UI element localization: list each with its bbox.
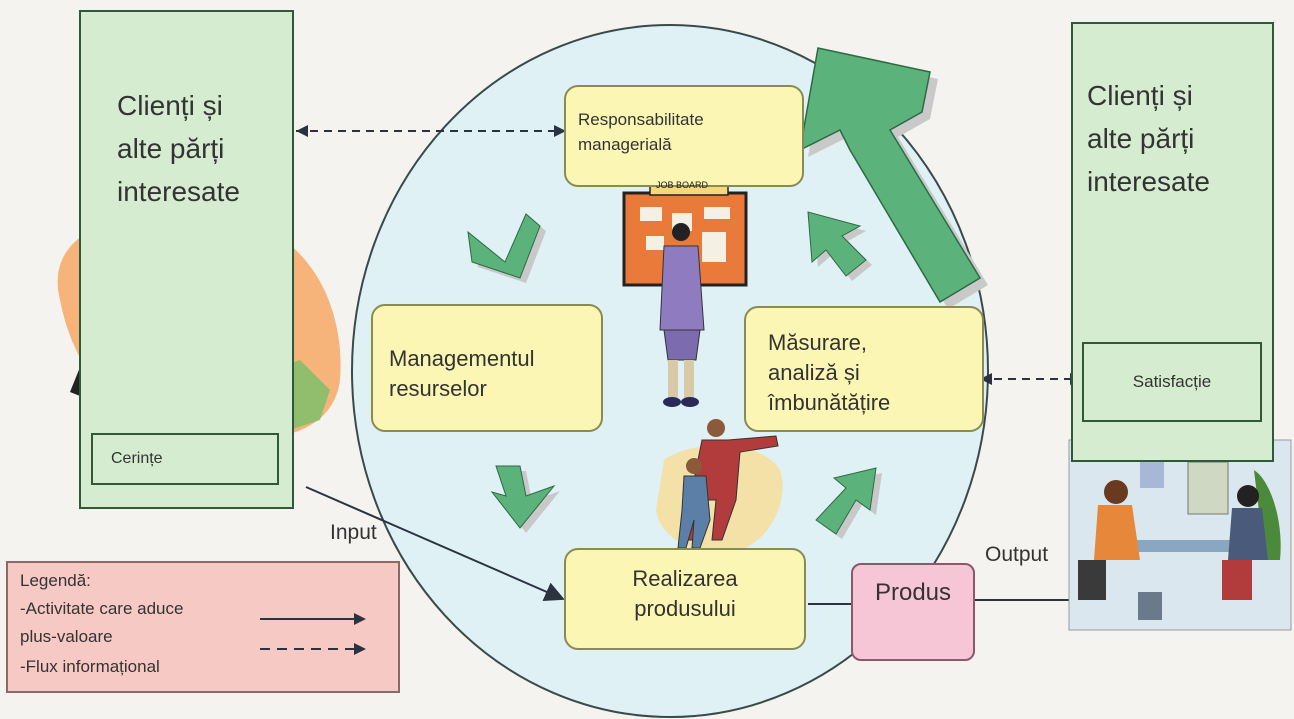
measurement-line-2: analiză și [768, 360, 860, 385]
legend-line-2: plus-valoare [20, 627, 113, 646]
requirements-box: Cerințe [91, 433, 279, 485]
left-stakeholder-panel: Clienți și alte părți interesate [79, 10, 294, 509]
right-title-line-2: alte părți [1087, 123, 1195, 154]
measurement-analysis-box: Măsurare, analiză și îmbunătățire [744, 306, 984, 432]
left-title-line-1: Clienți și [117, 90, 223, 121]
cycle-arrow-top-right [807, 211, 872, 281]
resource-management-box: Managementul resurselor [371, 304, 603, 432]
measurement-line-3: îmbunătățire [768, 390, 891, 415]
input-label: Input [330, 521, 377, 544]
businessmen-walking-illustration [656, 419, 783, 553]
realization-line-1: Realizarea [632, 566, 738, 591]
product-realization-box: Realizarea produsului [564, 548, 806, 650]
input-arrow [305, 486, 565, 601]
cycle-arrow-bottom-left [490, 465, 560, 533]
job-board-label: JOB BOARD [656, 180, 709, 190]
legend-symbols [260, 613, 366, 655]
left-title-line-3: interesate [117, 176, 240, 207]
right-panel-title: Clienți și alte părți interesate [1087, 74, 1210, 203]
management-line-2: managerială [578, 135, 672, 154]
product-box: Produs [851, 563, 975, 661]
continual-improvement-arrow [799, 47, 988, 309]
legend-line-3: -Flux informațional [20, 657, 160, 676]
legend-title: Legendă: [20, 571, 91, 590]
cycle-arrow-bottom-right [815, 467, 882, 539]
left-title-line-2: alte părți [117, 133, 225, 164]
realization-line-2: produsului [634, 596, 736, 621]
resource-line-2: resurselor [389, 376, 487, 401]
cycle-arrow-top-left [467, 213, 546, 283]
office-meeting-illustration [1068, 439, 1292, 631]
left-panel-title: Clienți și alte părți interesate [117, 84, 240, 213]
satisfaction-box: Satisfacție [1082, 342, 1262, 422]
legend-box: Legendă: -Activitate care aduce plus-val… [6, 561, 400, 693]
right-title-line-1: Clienți și [1087, 80, 1193, 111]
measurement-line-1: Măsurare, [768, 330, 868, 355]
product-label: Produs [874, 579, 952, 606]
management-responsibility-box: Responsabilitate managerială [564, 85, 804, 187]
satisfaction-label: Satisfacție [1132, 372, 1212, 391]
output-label: Output [985, 543, 1049, 566]
requirements-label: Cerințe [111, 450, 163, 467]
legend-line-1: -Activitate care aduce [20, 599, 184, 618]
resource-line-1: Managementul [389, 346, 535, 371]
job-board-illustration [622, 178, 748, 407]
right-title-line-3: interesate [1087, 166, 1210, 197]
management-line-1: Responsabilitate [578, 110, 704, 129]
